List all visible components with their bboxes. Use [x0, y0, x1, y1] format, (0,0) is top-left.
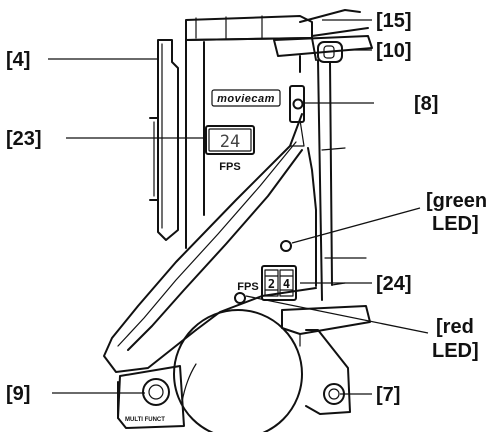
switch-digit-2: 4 — [283, 277, 290, 291]
lower-right-housing — [305, 329, 351, 415]
side-button — [289, 85, 305, 123]
callout-red-led-line1: [red — [436, 316, 474, 338]
callout-red-led-line2: LED] — [432, 340, 479, 362]
multi-function-unit: MULTI FUNCT — [117, 365, 185, 429]
green-led — [280, 240, 292, 252]
callout-green-led-line1: [green — [426, 190, 487, 212]
top-mount — [185, 9, 369, 41]
callout-green-led-line2: LED] — [432, 213, 479, 235]
brand-text: moviecam — [217, 93, 275, 105]
front-column — [103, 113, 317, 373]
motor-drum — [173, 309, 303, 432]
camera-body — [185, 37, 367, 301]
callout-9: [9] — [6, 383, 30, 405]
lcd-readout: 24 — [220, 132, 240, 152]
callout-labels: [15] [10] [4] [8] [23] [green LED] [24] … — [6, 10, 487, 406]
callout-23: [23] — [6, 128, 42, 150]
callout-24: [24] — [376, 273, 412, 295]
lcd-display: 24 FPS — [205, 125, 255, 173]
brand-badge: moviecam — [211, 89, 281, 107]
callout-7: [7] — [376, 384, 400, 406]
lower-shelf — [281, 305, 371, 347]
callout-4: [4] — [6, 49, 30, 71]
switch-unit-label: FPS — [237, 281, 258, 293]
switch-digit-1: 2 — [268, 277, 275, 291]
left-bracket — [149, 39, 179, 241]
red-led — [234, 292, 246, 304]
lever-handle — [273, 35, 373, 73]
multi-function-label: MULTI FUNCT — [125, 417, 165, 423]
lcd-unit-label: FPS — [219, 161, 240, 173]
callout-15: [15] — [376, 10, 412, 32]
fps-switch: FPS 2 4 — [237, 265, 297, 301]
leader-lines — [48, 19, 429, 395]
callout-10: [10] — [376, 40, 412, 62]
callout-8: [8] — [414, 93, 438, 115]
